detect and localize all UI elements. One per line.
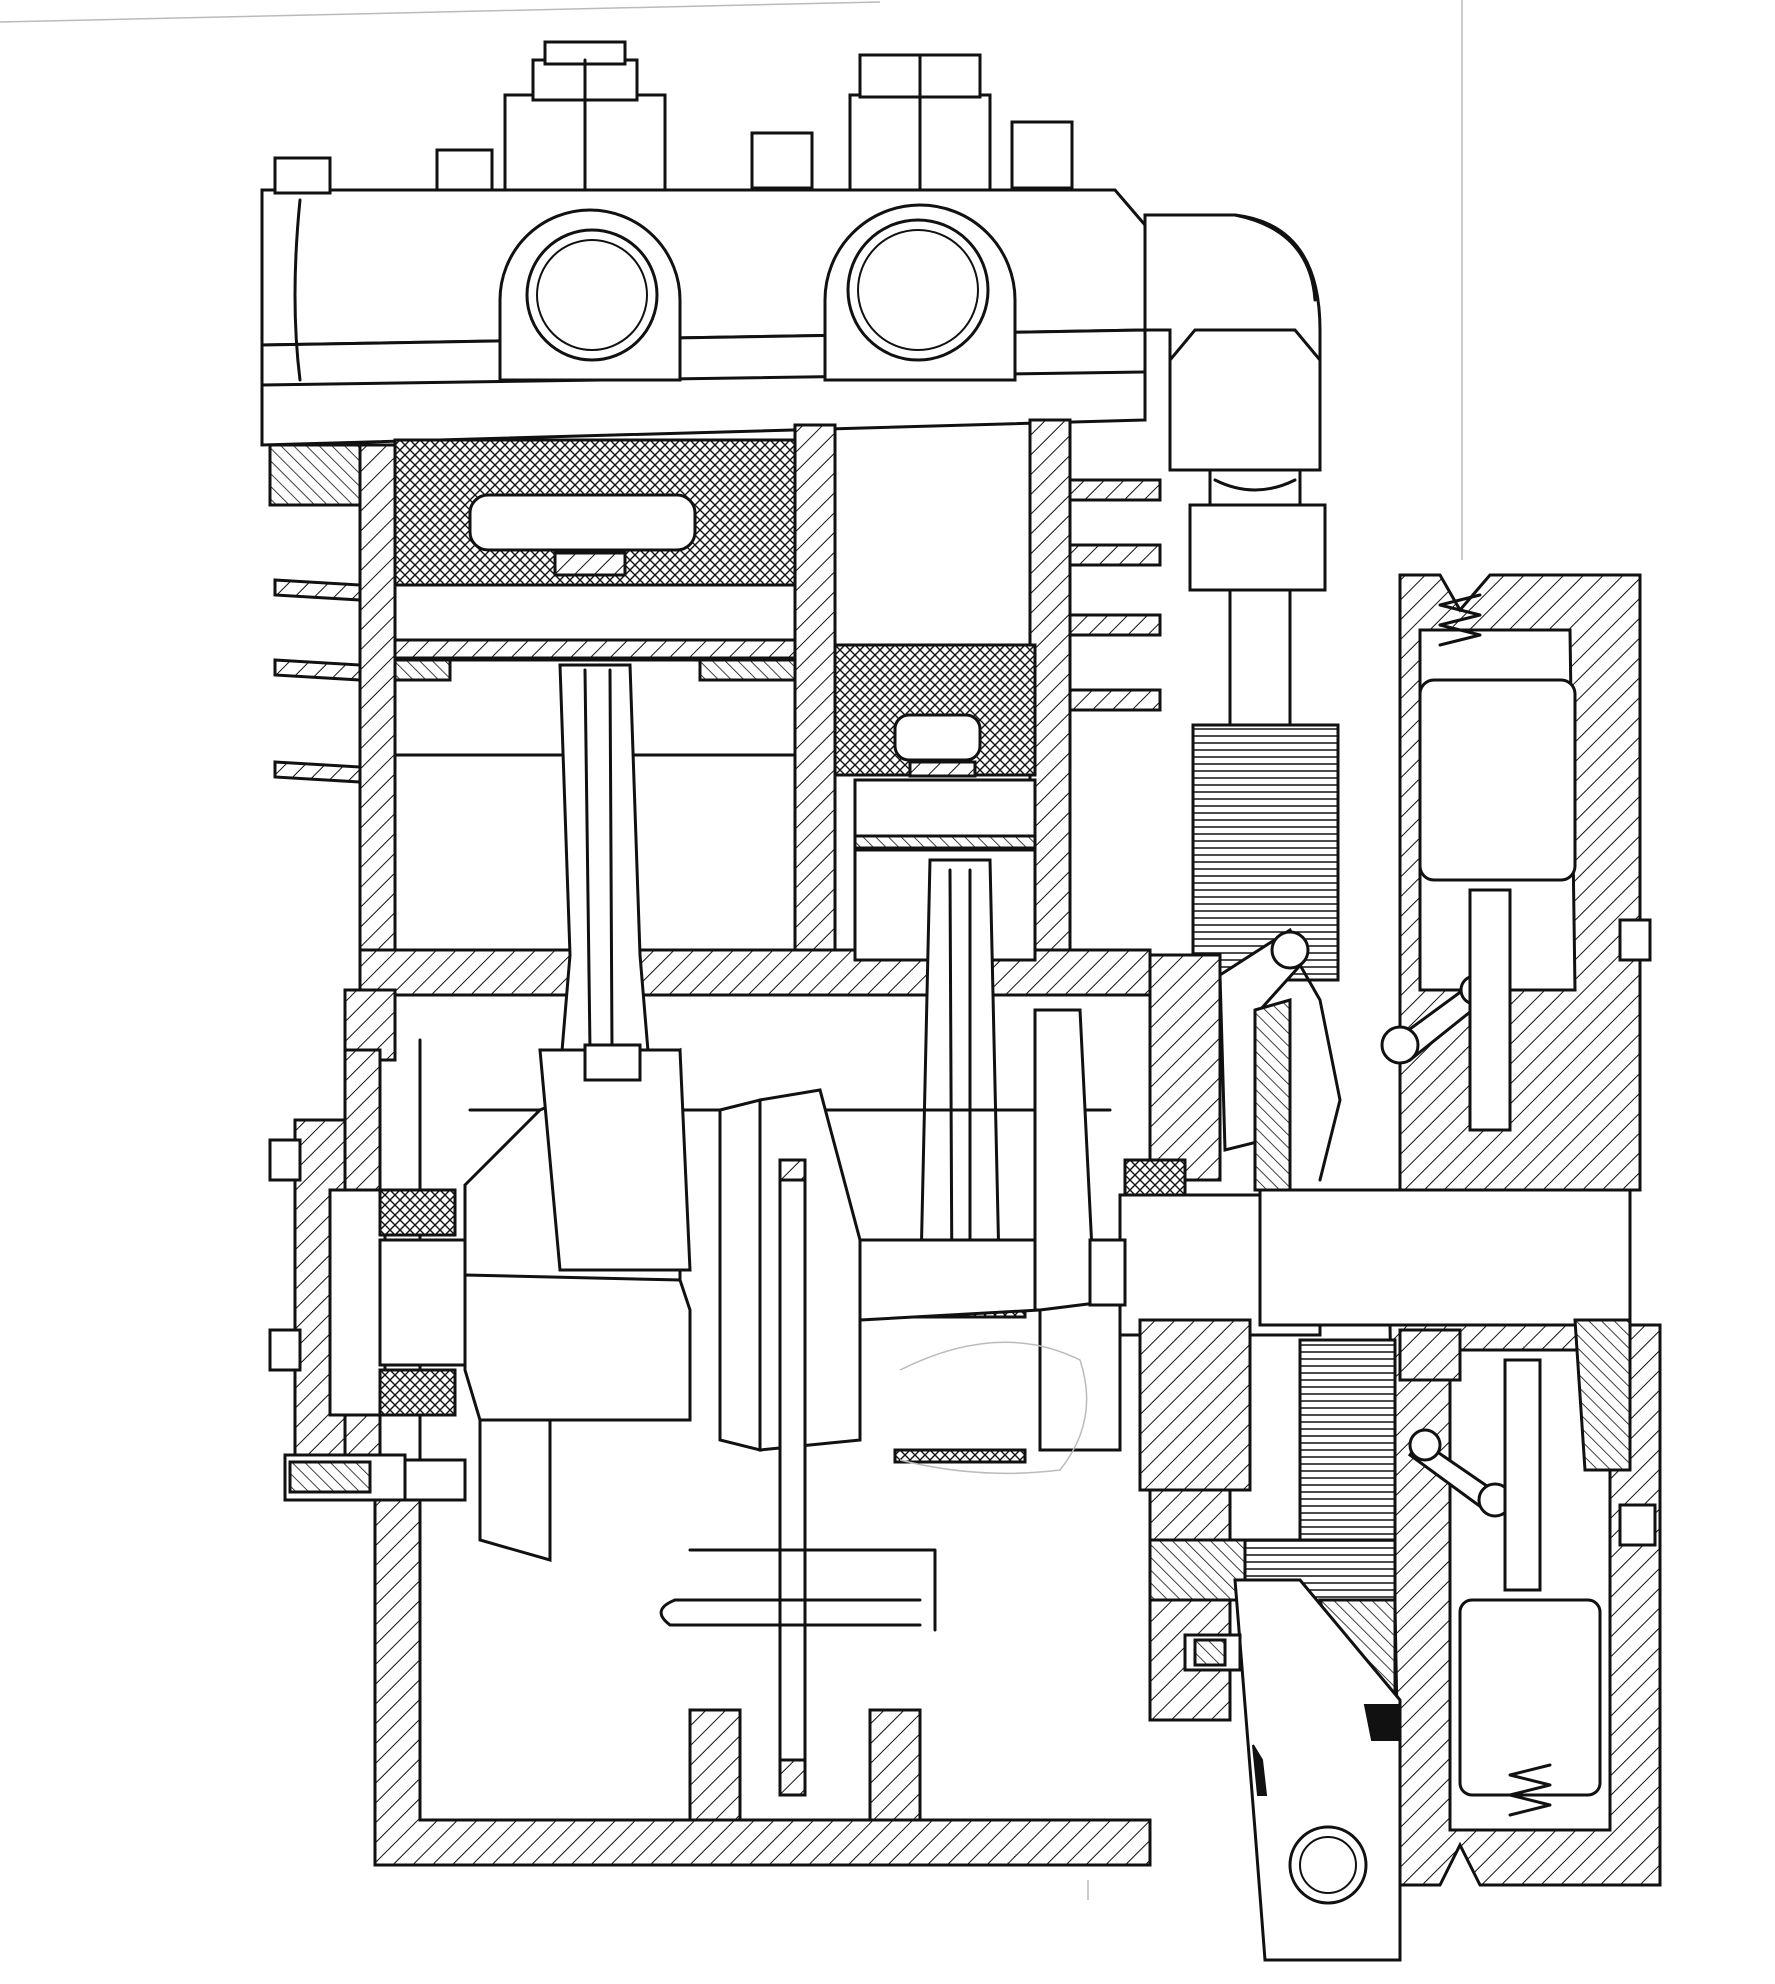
crankshaft: [463, 1008, 1632, 1562]
air-port: [498, 203, 1017, 382]
discharge-elbow: [1143, 213, 1322, 512]
cooling-fin: [273, 478, 1162, 784]
spring: [1438, 593, 1632, 1817]
governor-arm: [1218, 927, 1342, 1192]
crankcase-right-housing: [1138, 1318, 1462, 1762]
lever-arm: [1183, 888, 1542, 1962]
head-bolt: [273, 40, 1074, 195]
main-bearing: [378, 1158, 1202, 1417]
faint-marks: [0, 0, 1463, 1900]
oil-dipper: [659, 1158, 937, 1797]
end-cover: [268, 1118, 467, 1502]
discharge-pipe: [1188, 503, 1340, 982]
